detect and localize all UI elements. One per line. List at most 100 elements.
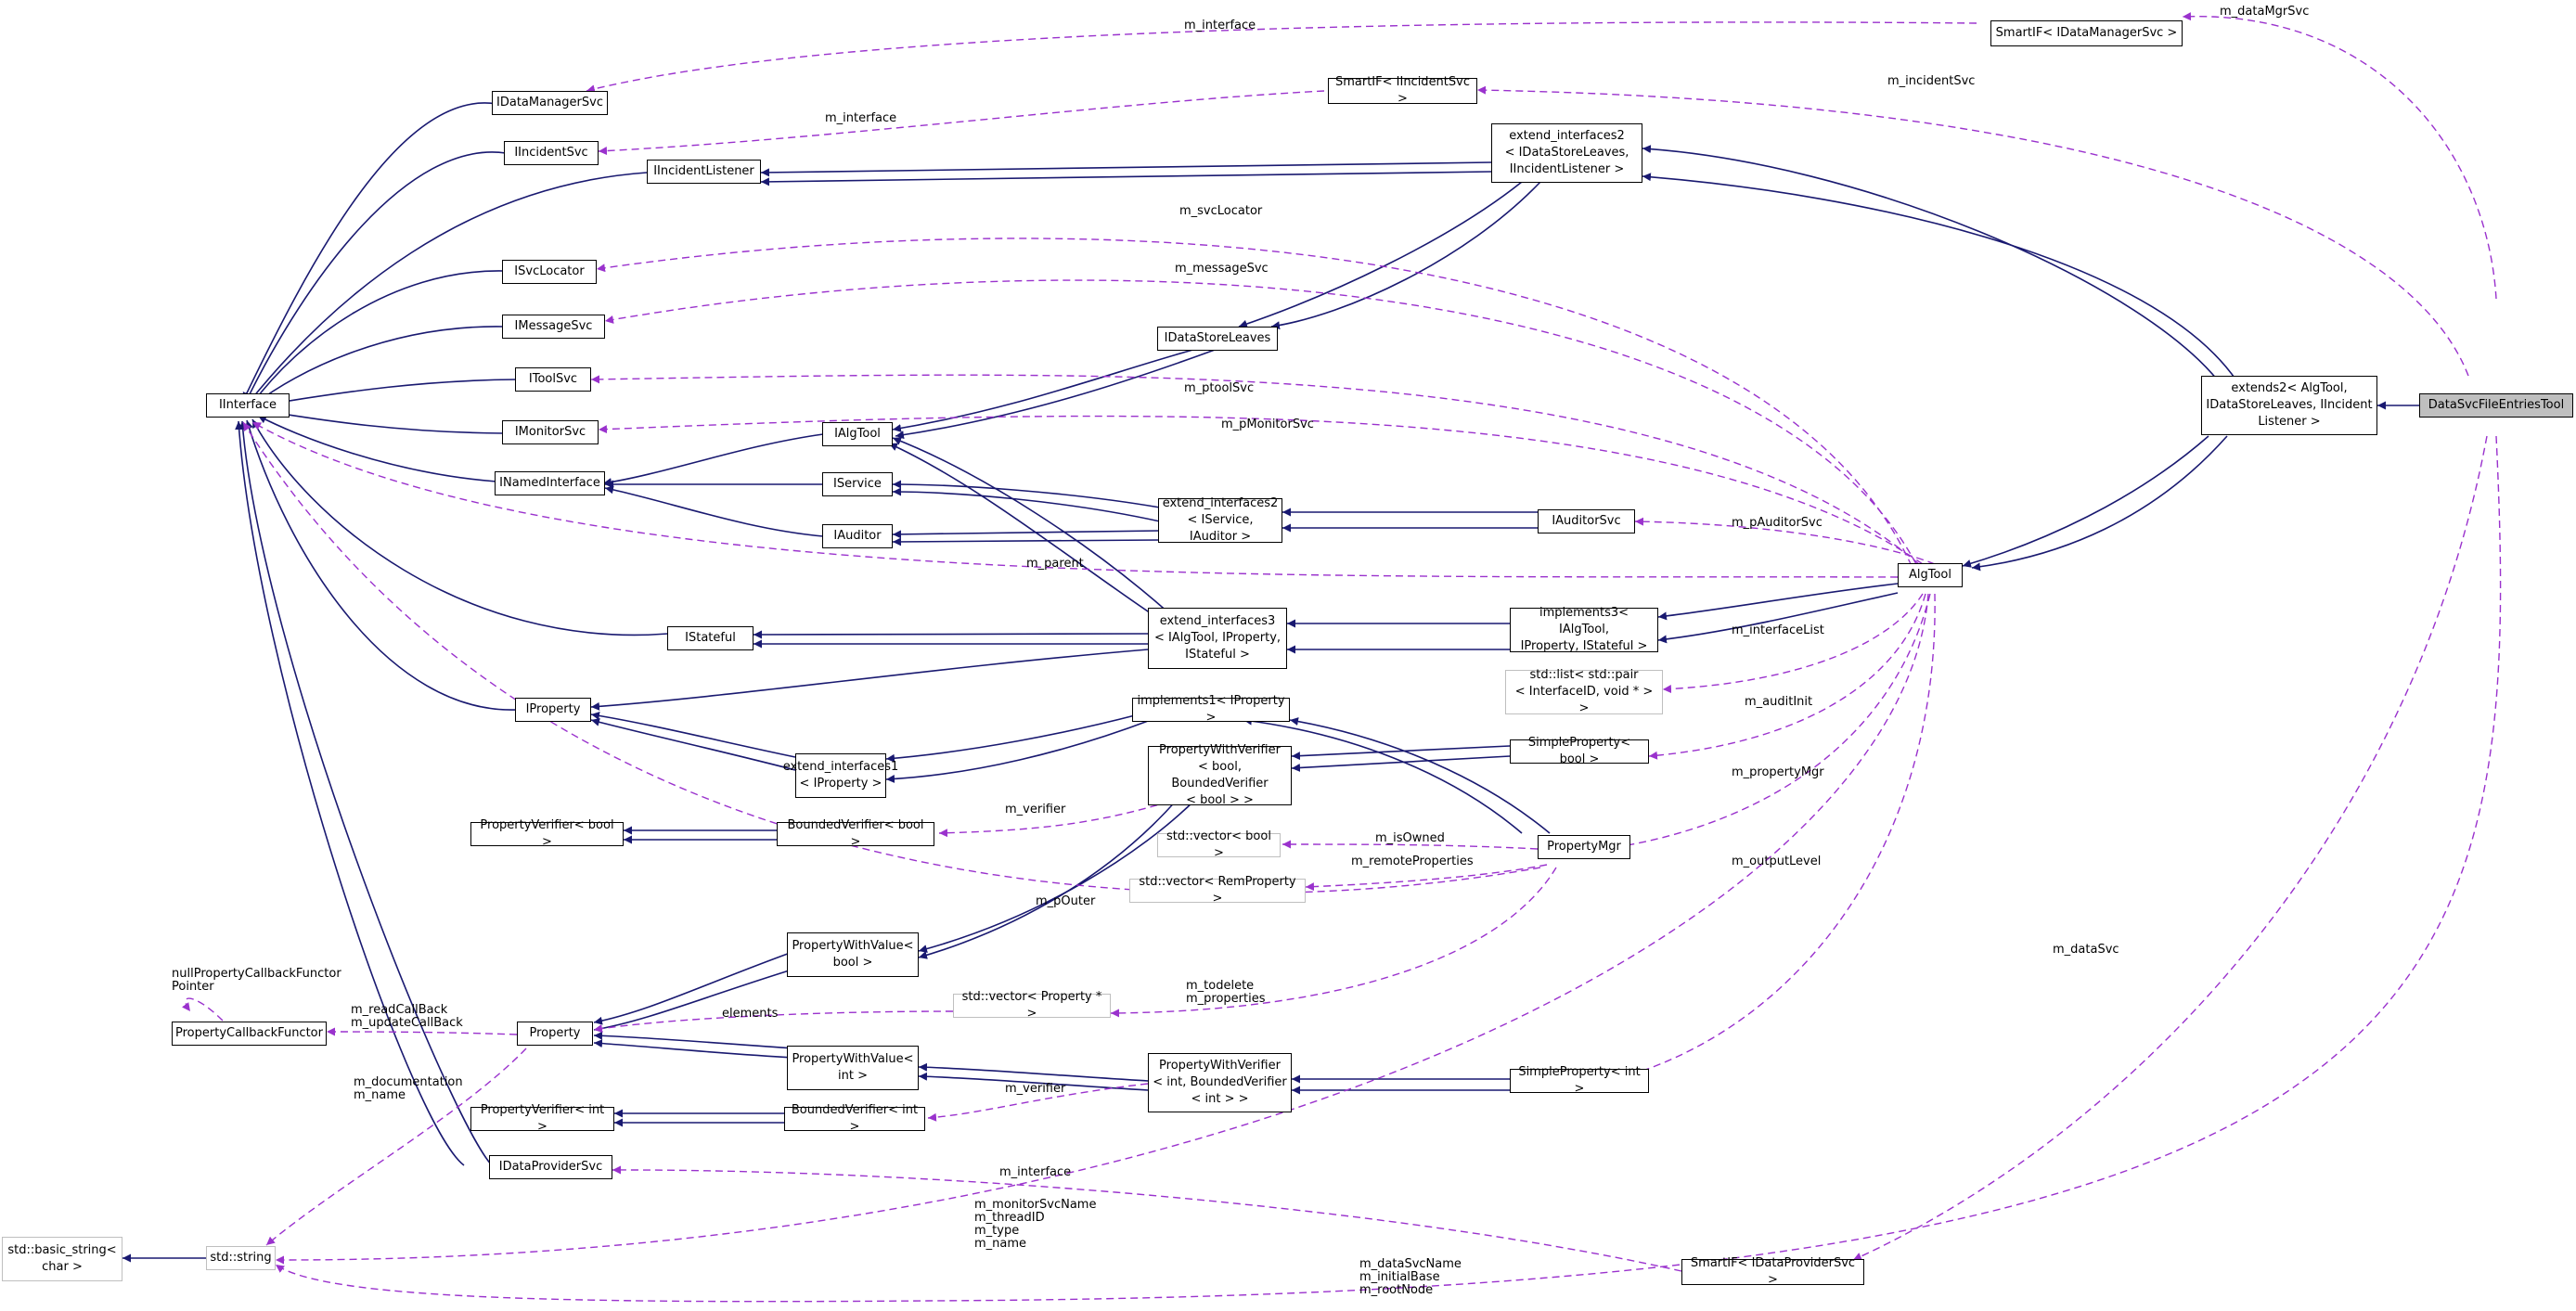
edge-extendinterfaces2a-to-iincidentlistener xyxy=(760,161,1492,177)
edge-extendinterfaces3-to-ialgtool xyxy=(888,443,1152,614)
node-iservice[interactable]: IService xyxy=(822,472,893,496)
node-simpleproperty-bool[interactable]: SimpleProperty< bool > xyxy=(1510,736,1649,766)
node-idatastoreleaves[interactable]: IDataStoreLeaves xyxy=(1157,327,1278,351)
node-propertywithvalue-int[interactable]: PropertyWithValue< int > xyxy=(787,1046,919,1090)
edge-propertywithverifierint-to-propertywithvalueint-2 xyxy=(918,1072,1149,1091)
node-iauditor[interactable]: IAuditor xyxy=(822,524,893,548)
edge-stdvectorpropertyptr-to-property xyxy=(593,1010,954,1033)
node-smartif-idataprovidersvc[interactable]: SmartIF< IDataProviderSvc > xyxy=(1681,1256,1864,1287)
edge-algtool-to-stdlistpair xyxy=(1662,593,1924,694)
node-propertywithverifier-bool[interactable]: PropertyWithVerifier < bool, BoundedVeri… xyxy=(1148,743,1292,807)
edge-extendinterfaces2a-to-idatastoreleaves-2 xyxy=(1270,181,1541,330)
edge-algtool-to-iauditorsvc xyxy=(1634,517,1936,565)
node-extend-interfaces2-leaves-listener[interactable]: extend_interfaces2 < IDataStoreLeaves, I… xyxy=(1491,123,1642,183)
edge-algtool-to-itoolsvc xyxy=(590,374,1920,565)
edge-datasvcfileentriestool-to-smartif-datamanagersvc xyxy=(2182,12,2497,300)
node-istateful[interactable]: IStateful xyxy=(667,626,753,650)
node-iproperty[interactable]: IProperty xyxy=(515,698,591,722)
edge-label-interface-incident: m_interface xyxy=(825,111,896,125)
node-propertywithverifier-int[interactable]: PropertyWithVerifier < int, BoundedVerif… xyxy=(1148,1053,1292,1112)
node-boundedverifier-int[interactable]: BoundedVerifier< int > xyxy=(784,1103,925,1134)
node-propertyverifier-int[interactable]: PropertyVerifier< int > xyxy=(470,1103,614,1134)
node-std-string[interactable]: std::string xyxy=(206,1246,276,1270)
node-datasvcfileentriestool[interactable]: DataSvcFileEntriesTool xyxy=(2419,393,2573,418)
node-imonitorsvc[interactable]: IMonitorSvc xyxy=(502,420,599,444)
edge-imessagesvc-to-iinterface xyxy=(253,326,504,405)
node-iincidentlistener[interactable]: IIncidentListener xyxy=(647,160,761,184)
node-imessagesvc[interactable]: IMessageSvc xyxy=(502,315,605,339)
node-idataprovidersvc[interactable]: IDataProviderSvc xyxy=(489,1155,612,1179)
node-iincidentsvc[interactable]: IIncidentSvc xyxy=(504,141,599,165)
edge-datasvcfileentriestool-to-stdstring xyxy=(275,435,2502,1303)
edge-label-remoteproperties: m_remoteProperties xyxy=(1351,855,1474,868)
edge-propertywithvalueint-to-property-2 xyxy=(593,1039,796,1059)
edge-propertywithvaluebool-to-property-2 xyxy=(593,964,808,1033)
edge-extendinterfaces1-to-iproperty xyxy=(590,711,796,758)
node-extend-interfaces2-service-auditor[interactable]: extend_interfaces2 < IService, IAuditor … xyxy=(1158,496,1282,544)
node-ialgtool[interactable]: IAlgTool xyxy=(822,422,893,446)
edge-isvclocator-to-iinterface xyxy=(251,270,504,405)
edge-label-verifier-bool: m_verifier xyxy=(1005,803,1066,816)
node-std-list-pair[interactable]: std::list< std::pair < InterfaceID, void… xyxy=(1505,668,1663,715)
node-std-vector-property-ptr[interactable]: std::vector< Property * > xyxy=(953,990,1111,1021)
node-extend-interfaces3[interactable]: extend_interfaces3 < IAlgTool, IProperty… xyxy=(1148,608,1287,669)
edge-extendinterfaces3-to-istateful xyxy=(753,630,1149,639)
edge-idataprovidersvc-to-iinterface-2 xyxy=(235,420,465,1166)
edge-extends2-to-algtool xyxy=(1962,435,2209,568)
node-smartif-idatamanagersvc[interactable]: SmartIF< IDataManagerSvc > xyxy=(1990,20,2183,46)
node-std-basic-string[interactable]: std::basic_string< char > xyxy=(2,1237,122,1281)
edge-propertymgr-to-stdvectorpropertyptr xyxy=(1110,867,1557,1018)
inheritance-edges xyxy=(122,102,2419,1263)
node-isvclocator[interactable]: ISvcLocator xyxy=(502,260,597,284)
edge-label-parent: m_parent xyxy=(1026,557,1084,571)
edge-smartif-datamanagersvc-to-idatamanagersvc xyxy=(586,21,1977,94)
node-boundedverifier-bool[interactable]: BoundedVerifier< bool > xyxy=(777,818,934,849)
node-idatamanagersvc[interactable]: IDataManagerSvc xyxy=(492,91,608,115)
edge-extendinterfaces2b-to-iservice-2 xyxy=(892,487,1161,522)
node-simpleproperty-int[interactable]: SimpleProperty< int > xyxy=(1510,1065,1649,1096)
edge-propertywithverifierbool-to-propertywithvaluebool xyxy=(918,797,1198,954)
node-inamedinterface[interactable]: INamedInterface xyxy=(495,471,605,495)
edge-algtool-to-implements3-2 xyxy=(1657,592,1899,644)
edge-extendinterfaces3-to-iproperty xyxy=(590,649,1149,711)
node-algtool[interactable]: AlgTool xyxy=(1898,563,1963,587)
node-propertyverifier-bool[interactable]: PropertyVerifier< bool > xyxy=(470,818,624,849)
node-itoolsvc[interactable]: IToolSvc xyxy=(515,367,591,392)
node-property[interactable]: Property xyxy=(517,1022,593,1046)
edge-property-to-propertycallbackfunctor xyxy=(326,1027,518,1036)
node-smartif-iincidentsvc[interactable]: SmartIF< IIncidentSvc > xyxy=(1328,75,1477,106)
node-std-vector-remproperty[interactable]: std::vector< RemProperty > xyxy=(1129,875,1306,906)
node-propertycallbackfunctor[interactable]: PropertyCallbackFunctor xyxy=(172,1022,327,1046)
node-iinterface[interactable]: IInterface xyxy=(206,393,290,418)
edge-propertymgr-to-stdvectorbool xyxy=(1282,840,1539,850)
edge-ialgtool-to-inamedinterface xyxy=(602,433,824,487)
node-implements1[interactable]: implements1< IProperty > xyxy=(1132,694,1290,725)
edge-label-datasvc: m_dataSvc xyxy=(2053,943,2119,957)
edge-extendinterfaces2a-to-idatastoreleaves xyxy=(1238,181,1523,328)
edge-labels: m_dataMgrSvc m_interface m_incidentSvc m… xyxy=(172,5,2309,1297)
edge-label-incidentsvc: m_incidentSvc xyxy=(1887,74,1975,88)
edge-algtool-to-stdstring xyxy=(275,593,1929,1265)
node-iauditorsvc[interactable]: IAuditorSvc xyxy=(1538,509,1635,533)
node-propertymgr[interactable]: PropertyMgr xyxy=(1538,835,1630,859)
node-extend-interfaces1[interactable]: extend_interfaces1 < IProperty > xyxy=(783,753,898,798)
edge-algtool-to-imonitorsvc xyxy=(598,415,1924,565)
edge-algtool-to-simplepropertyint xyxy=(1625,593,1936,1078)
edge-algtool-to-implements3 xyxy=(1657,583,1899,621)
edge-label-outputlevel: m_outputLevel xyxy=(1732,855,1821,868)
node-implements3[interactable]: implements3< IAlgTool, IProperty, IState… xyxy=(1510,606,1658,653)
edge-extendinterfaces2b-to-iservice xyxy=(892,480,1161,508)
node-extends2-algtool[interactable]: extends2< AlgTool, IDataStoreLeaves, IIn… xyxy=(2201,376,2377,435)
node-propertywithvalue-bool[interactable]: PropertyWithValue< bool > xyxy=(787,932,919,977)
edge-simplepropertybool-to-propertywithverifierbool xyxy=(1291,745,1511,761)
edge-algtool-to-imessagesvc xyxy=(604,279,1917,565)
node-std-vector-bool[interactable]: std::vector< bool > xyxy=(1157,829,1281,860)
edge-label-interface-provider: m_interface xyxy=(999,1165,1071,1179)
edge-label-datamgrsvc: m_dataMgrSvc xyxy=(2220,5,2309,19)
edge-propertywithvalueint-to-property xyxy=(593,1031,796,1049)
